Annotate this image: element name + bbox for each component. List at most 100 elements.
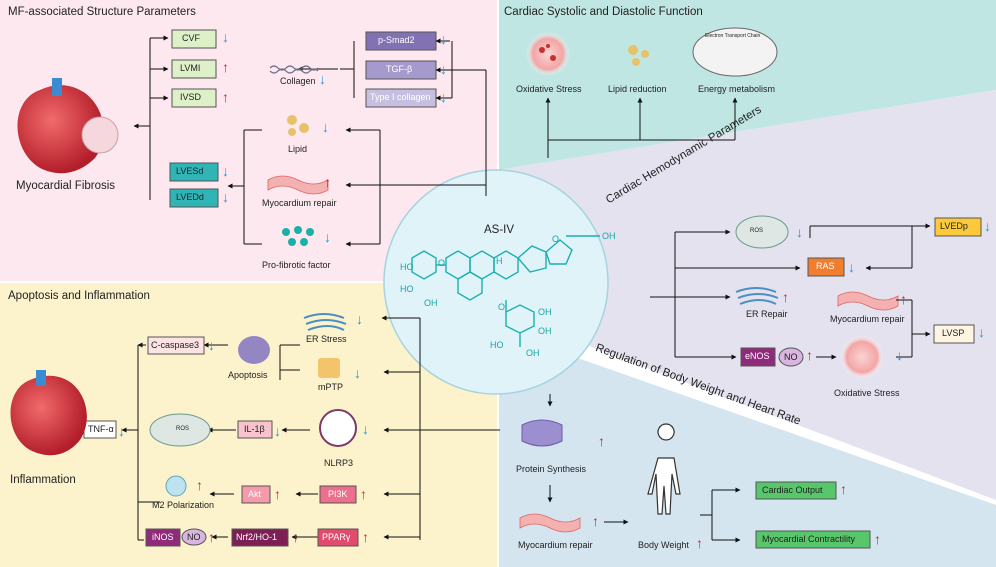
oxidative-stress-icon bbox=[526, 32, 570, 76]
mol-o-3: O bbox=[498, 302, 506, 312]
caspase-down-icon: ↓ bbox=[208, 337, 215, 353]
tgfb-label: TGF-β bbox=[386, 64, 413, 74]
asiv-molecule bbox=[411, 235, 600, 347]
mptp-down-icon: ↓ bbox=[354, 365, 361, 381]
lipid-down-icon: ↓ bbox=[322, 119, 329, 135]
ras-label: RAS bbox=[816, 261, 835, 271]
protein-label: Protein Synthesis bbox=[516, 464, 587, 474]
hemo-repair-up-icon: ↑ bbox=[900, 291, 907, 307]
m2-up-icon: ↑ bbox=[196, 477, 203, 493]
psmad2-label: p-Smad2 bbox=[378, 35, 415, 45]
lipid-reduction-label: Lipid reduction bbox=[608, 84, 667, 94]
fibrosis-label: Myocardial Fibrosis bbox=[16, 180, 116, 192]
cvf-down-icon: ↓ bbox=[222, 29, 229, 45]
m2-icon bbox=[165, 475, 187, 497]
hemo-ox-down-icon: ↓ bbox=[896, 347, 903, 363]
hemo-ox-label: Oxidative Stress bbox=[834, 388, 900, 398]
akt-label: Akt bbox=[248, 489, 262, 499]
collagen-icon bbox=[269, 65, 319, 74]
tgfb-down-icon: ↓ bbox=[440, 61, 447, 77]
nlrp3-label: NLRP3 bbox=[324, 458, 354, 468]
panel-cardiac bbox=[498, 0, 996, 170]
apoptosis-label: Apoptosis bbox=[228, 370, 268, 380]
heart-fibrosis-icon bbox=[17, 78, 119, 174]
hemo-no-up-icon: ↑ bbox=[806, 347, 813, 363]
apop-mito-icon bbox=[149, 413, 211, 447]
tnfa-down-icon: ↓ bbox=[118, 423, 125, 439]
inos-up-icon: ↑ bbox=[208, 529, 215, 545]
pi3k-label: PI3K bbox=[328, 489, 348, 499]
lvedd-down-icon: ↓ bbox=[222, 189, 229, 205]
er-stress-label: ER Stress bbox=[306, 334, 347, 344]
nlrp3-icon bbox=[319, 409, 357, 447]
er-stress-down-icon: ↓ bbox=[356, 311, 363, 327]
asiv-label: AS-IV bbox=[484, 224, 515, 236]
mol-oh-2: OH bbox=[424, 298, 438, 308]
type1-down-icon: ↓ bbox=[440, 89, 447, 105]
mptp-icon bbox=[318, 358, 340, 378]
hemo-no-label: NO bbox=[784, 352, 798, 362]
hemo-repair-label: Myocardium repair bbox=[830, 314, 905, 324]
lvesd-down-icon: ↓ bbox=[222, 163, 229, 179]
caspase-label: C-caspase3 bbox=[151, 340, 200, 350]
contractility-up-icon: ↑ bbox=[874, 531, 881, 547]
nlrp3-down-icon: ↓ bbox=[362, 421, 369, 437]
er-stress-icon bbox=[303, 313, 347, 331]
psmad2-down-icon: ↓ bbox=[440, 31, 447, 47]
mol-ho-3: HO bbox=[490, 340, 504, 350]
inflammation-label: Inflammation bbox=[10, 474, 76, 486]
heart-inflammation-icon bbox=[10, 370, 87, 456]
er-repair-up-icon: ↑ bbox=[782, 289, 789, 305]
human-body-icon bbox=[647, 423, 681, 515]
lvedp-label: LVEDp bbox=[940, 221, 968, 231]
mf-repair-label: Myocardium repair bbox=[262, 198, 337, 208]
lipid-icon bbox=[287, 115, 309, 136]
hemo-ros-label: ROS bbox=[750, 228, 764, 234]
cardiac-title: Cardiac Systolic and Diastolic Function bbox=[504, 6, 703, 18]
type1-label: Type I collagen bbox=[370, 92, 431, 102]
nrf2-label: Nrf2/HO-1 bbox=[236, 532, 278, 542]
panel-body bbox=[498, 330, 996, 567]
mol-ho-2: HO bbox=[400, 284, 414, 294]
ivsd-label: IVSD bbox=[180, 92, 202, 102]
ras-down-icon: ↓ bbox=[848, 259, 855, 275]
lvesd-label: LVESd bbox=[176, 166, 204, 176]
body-repair-label: Myocardium repair bbox=[518, 540, 593, 550]
hemo-myo-icon bbox=[837, 291, 899, 311]
lvsp-label: LVSP bbox=[942, 328, 965, 338]
cvf-label: CVF bbox=[182, 33, 200, 43]
lipid-reduction-icon bbox=[628, 45, 649, 66]
body-repair-up-icon: ↑ bbox=[592, 513, 599, 529]
profibrotic-down-icon: ↓ bbox=[324, 229, 331, 245]
lipid-label: Lipid bbox=[288, 144, 308, 154]
apop-title: Apoptosis and Inflammation bbox=[8, 290, 150, 302]
ppar-up-icon: ↑ bbox=[362, 529, 369, 545]
hemo-mito-icon bbox=[735, 215, 789, 249]
apop-ros-label: ROS bbox=[176, 426, 190, 432]
enos-label: eNOS bbox=[745, 351, 770, 361]
contractility-label: Myocardial Contractility bbox=[762, 534, 856, 544]
apoptosis-cell-icon bbox=[238, 336, 270, 364]
mf-title: MF-associated Structure Parameters bbox=[8, 6, 196, 18]
oxidative-stress-label: Oxidative Stress bbox=[516, 84, 582, 94]
mol-oh-4: OH bbox=[538, 326, 552, 336]
hemo-ros-down-icon: ↓ bbox=[796, 224, 803, 240]
output-label: Cardiac Output bbox=[762, 485, 823, 495]
akt-up-icon: ↑ bbox=[274, 486, 281, 502]
mol-ho-1: HO bbox=[400, 262, 414, 272]
collagen-down-icon: ↓ bbox=[319, 71, 326, 87]
energy-label: Energy metabolism bbox=[698, 84, 776, 94]
mol-o-2: O bbox=[438, 258, 446, 268]
protein-up-icon: ↑ bbox=[598, 433, 605, 449]
er-repair-label: ER Repair bbox=[746, 309, 788, 319]
asiv-circle bbox=[383, 169, 609, 395]
mol-oh-1: OH bbox=[602, 231, 616, 241]
collagen-label: Collagen bbox=[280, 76, 316, 86]
lvedd-label: LVEDd bbox=[176, 192, 204, 202]
lvsp-down-icon: ↓ bbox=[978, 324, 985, 340]
mol-oh-3: OH bbox=[538, 307, 552, 317]
m2-label: M2 Polarization bbox=[152, 500, 215, 510]
nrf2-up-icon: ↑ bbox=[292, 529, 299, 545]
ivsd-up-icon: ↑ bbox=[222, 89, 229, 105]
